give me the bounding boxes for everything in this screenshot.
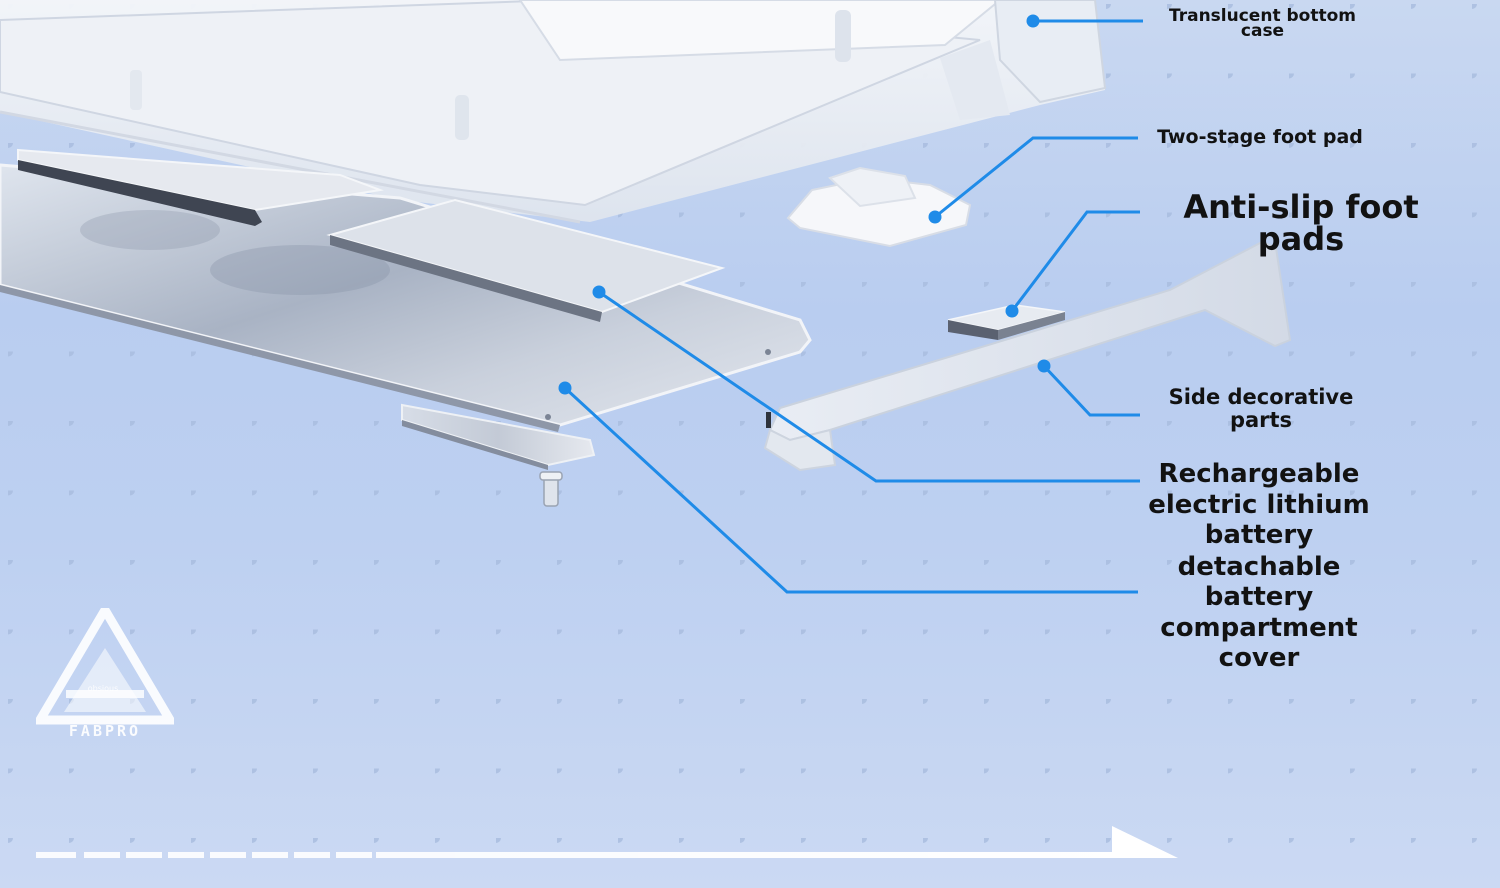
callout-line-battery [598,290,1140,483]
callout-dot-battery [592,285,606,299]
callout-dot-anti-slip [1005,304,1019,318]
callout-dot-side [1037,359,1051,373]
label-side-decorative-parts: Side decorative parts [1168,385,1354,432]
battery-compartment-cover [0,163,812,470]
logo-subtext: obsious [87,684,119,693]
arrow-right-icon [36,826,1178,858]
label-battery-compartment-cover: detachable battery compartment cover [1160,551,1358,674]
callout-dot-case [1026,14,1040,28]
callout-line-two-stage [934,136,1138,219]
lithium-battery [17,148,726,322]
screw [539,471,563,507]
callout-lines [563,19,1143,594]
two-stage-foot-pad-part [786,166,972,248]
label-two-stage-foot-pad: Two-stage foot pad [1157,126,1363,148]
logo-triangle-icon [36,608,174,725]
logo-brand: FABPRO [68,722,142,740]
translucent-bottom-case [0,0,1107,224]
label-anti-slip-foot-pads: Anti-slip foot pads [1183,188,1419,258]
callout-dot-two-stage [928,210,942,224]
callout-dots [558,14,1051,395]
label-translucent-bottom-case: Translucent bottom case [1169,6,1356,41]
callout-dot-cover [558,381,572,395]
callout-line-anti-slip [1010,210,1140,312]
anti-slip-foot-pad-part [947,304,1066,340]
label-battery-group: Rechargeable electric lithium battery de… [1135,459,1383,674]
label-battery: Rechargeable electric lithium battery [1148,459,1370,550]
callout-line-cover [563,386,1138,594]
callout-line-side [1042,364,1140,417]
